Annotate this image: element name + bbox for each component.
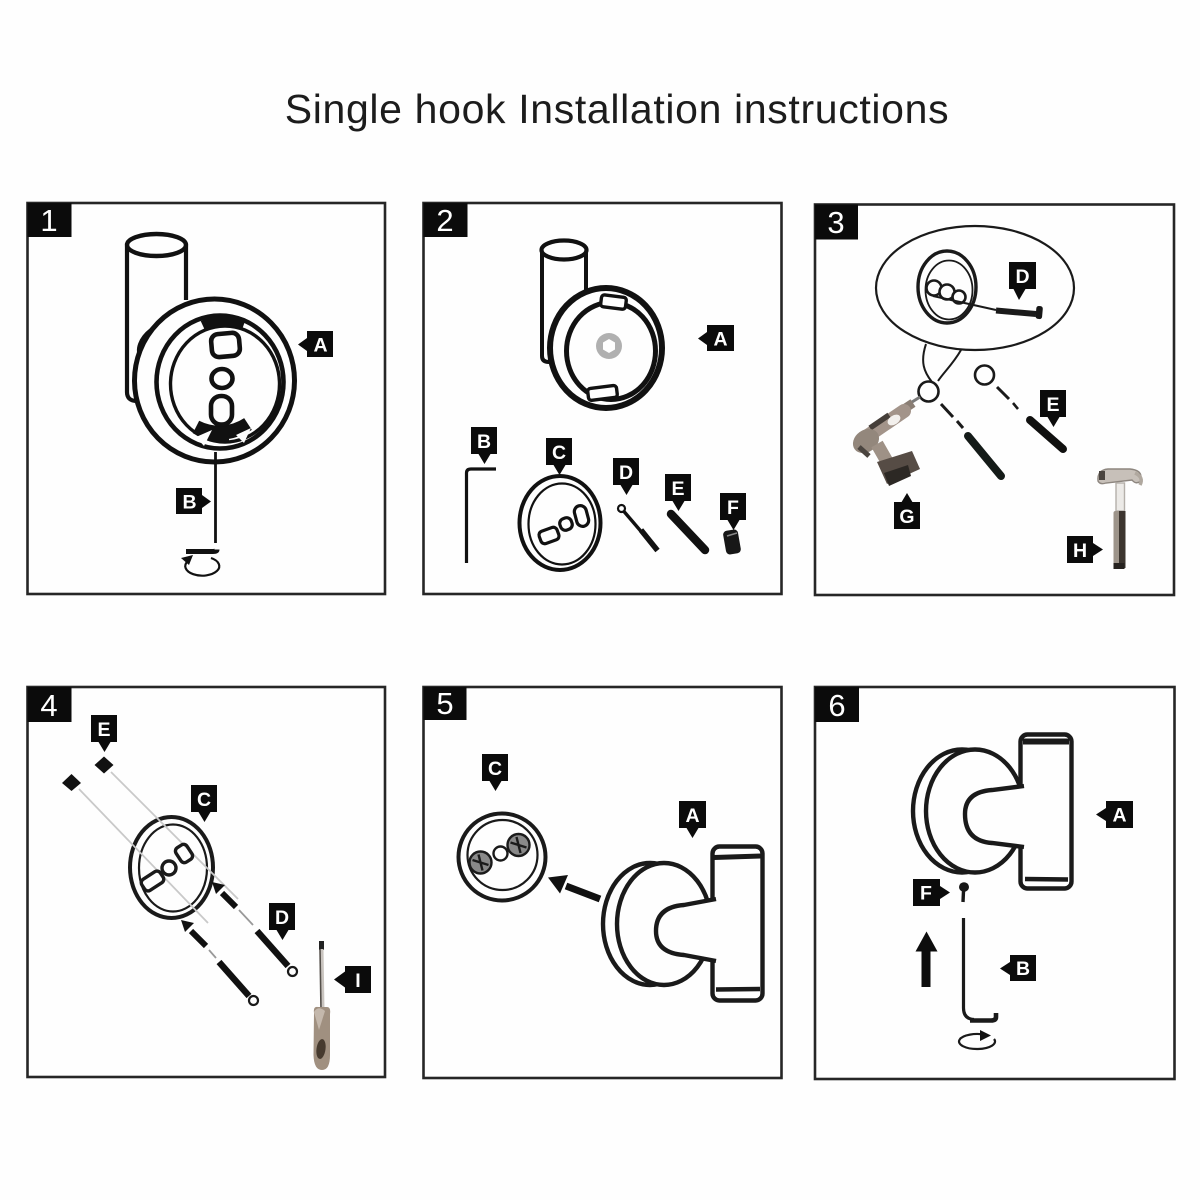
svg-text:D: D bbox=[619, 462, 633, 484]
svg-text:1: 1 bbox=[40, 203, 57, 238]
svg-text:C: C bbox=[552, 442, 566, 464]
svg-text:D: D bbox=[275, 907, 289, 929]
svg-text:B: B bbox=[182, 492, 196, 514]
svg-text:F: F bbox=[920, 883, 932, 905]
svg-text:H: H bbox=[1073, 540, 1087, 562]
svg-text:C: C bbox=[197, 789, 211, 811]
svg-text:A: A bbox=[313, 335, 327, 357]
svg-text:F: F bbox=[727, 497, 739, 519]
svg-text:D: D bbox=[1015, 266, 1029, 288]
svg-text:G: G bbox=[899, 506, 914, 528]
svg-text:E: E bbox=[1046, 394, 1059, 416]
svg-text:3: 3 bbox=[827, 205, 844, 240]
svg-text:Single hook Installation instr: Single hook Installation instructions bbox=[285, 86, 949, 132]
svg-text:B: B bbox=[477, 431, 491, 453]
svg-text:6: 6 bbox=[828, 688, 845, 723]
svg-text:I: I bbox=[355, 970, 360, 992]
svg-text:E: E bbox=[97, 719, 110, 741]
svg-text:5: 5 bbox=[436, 686, 453, 721]
svg-text:A: A bbox=[685, 805, 699, 827]
svg-text:A: A bbox=[713, 329, 727, 351]
svg-text:2: 2 bbox=[436, 203, 453, 238]
svg-text:B: B bbox=[1016, 958, 1030, 980]
svg-text:4: 4 bbox=[40, 688, 57, 723]
svg-text:A: A bbox=[1112, 805, 1126, 827]
svg-text:C: C bbox=[488, 758, 502, 780]
svg-text:E: E bbox=[671, 478, 684, 500]
